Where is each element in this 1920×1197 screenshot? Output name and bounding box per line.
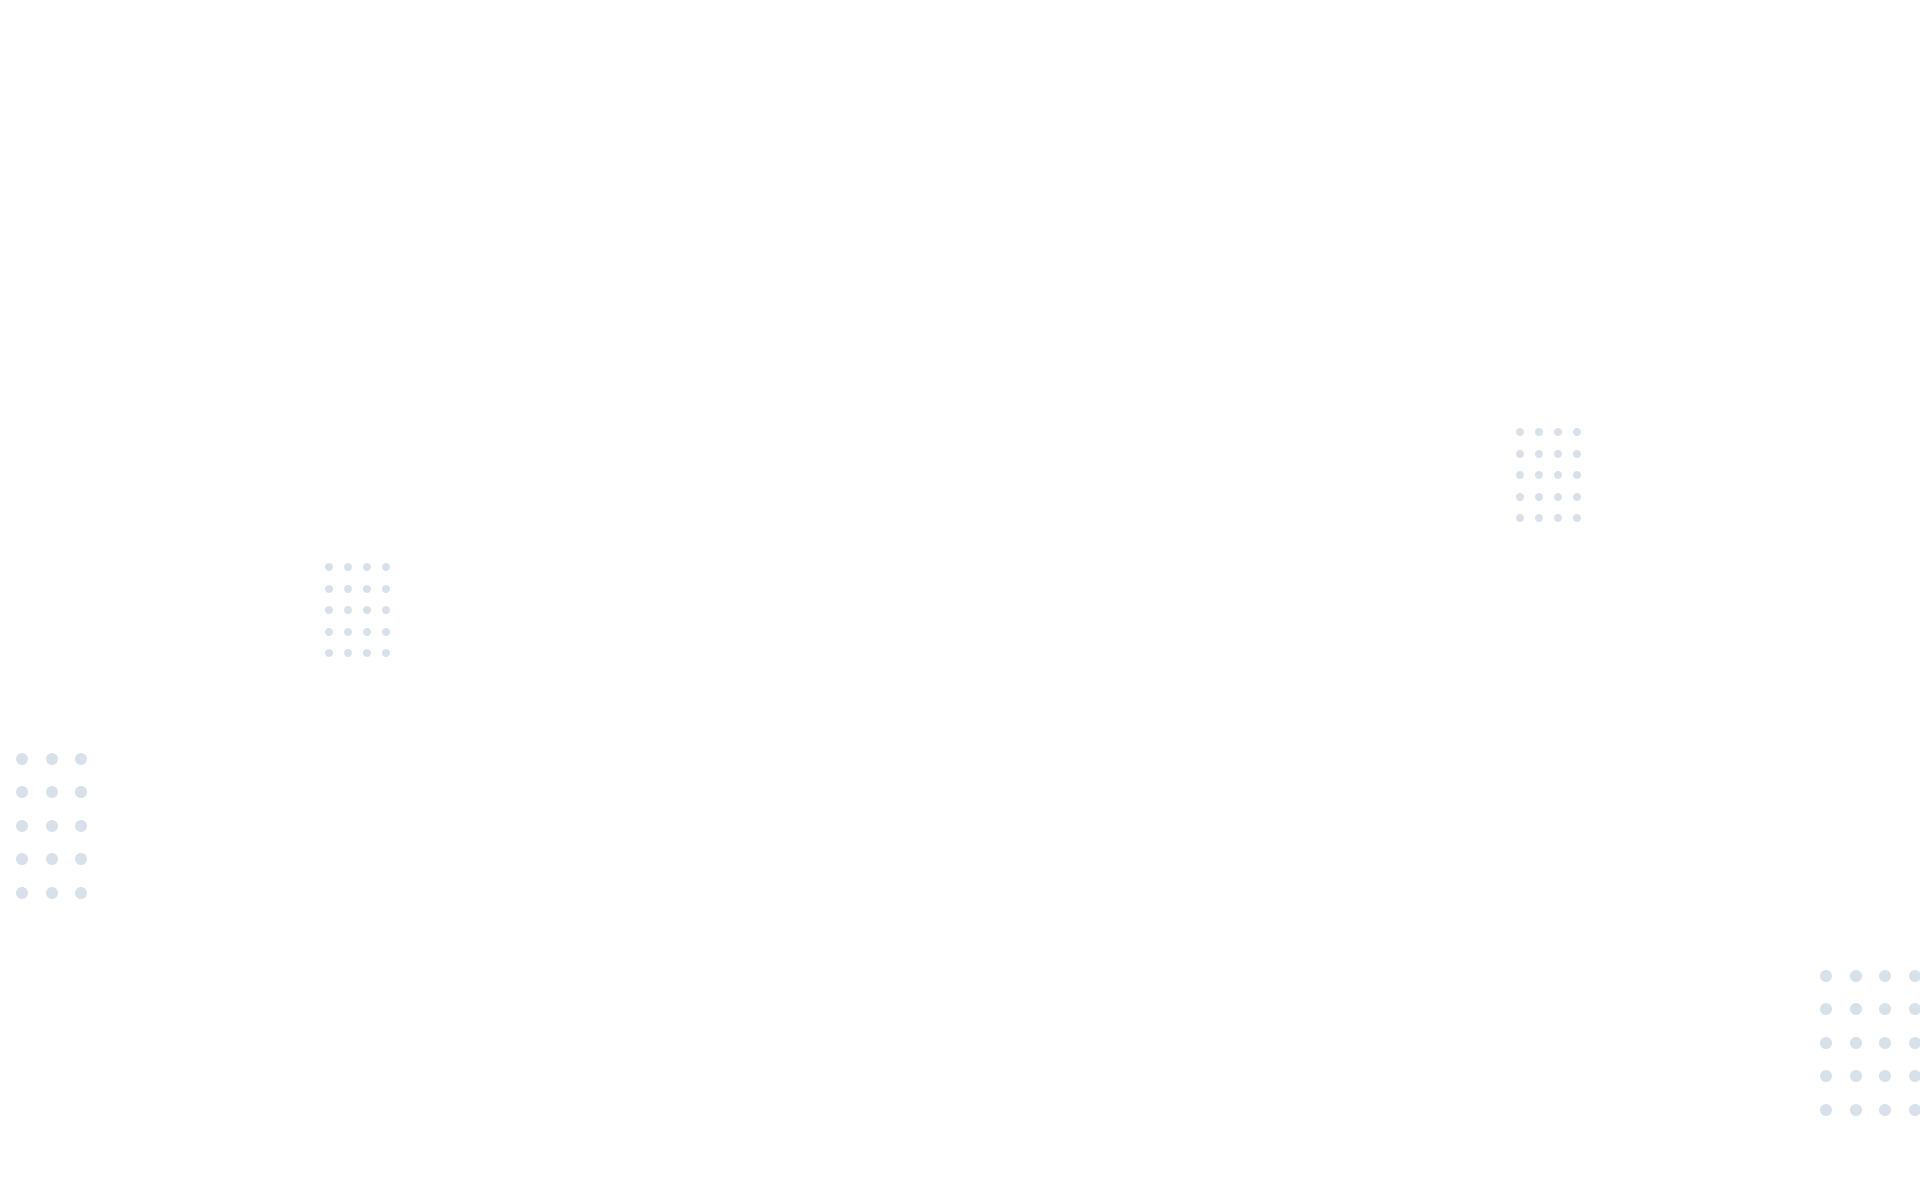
dot (1849, 1003, 1862, 1016)
dot (382, 627, 390, 636)
dot (325, 606, 333, 614)
dot (382, 563, 390, 571)
dot (1554, 514, 1562, 522)
dot (1573, 449, 1581, 458)
dot (1879, 1103, 1891, 1116)
dot (1879, 1070, 1891, 1083)
dot (1535, 449, 1543, 458)
dot (344, 627, 352, 636)
dot (382, 606, 390, 614)
dot (45, 886, 58, 899)
dot (16, 886, 28, 899)
dot (344, 649, 352, 657)
dot (1516, 514, 1524, 522)
dot (1535, 492, 1543, 501)
dot (1573, 492, 1581, 501)
dot (1820, 1003, 1832, 1016)
dot (344, 563, 352, 571)
dot (45, 853, 58, 866)
dot (1849, 970, 1862, 982)
dot (1516, 428, 1524, 436)
dot (45, 753, 58, 765)
dot (75, 853, 87, 866)
dot (1573, 471, 1581, 479)
dot (1820, 1036, 1832, 1049)
dot (325, 584, 333, 593)
dot (75, 886, 87, 899)
dot (1535, 471, 1543, 479)
dot-grid-small-right (1516, 428, 1592, 536)
dot (1535, 514, 1543, 522)
dot (1879, 1003, 1891, 1016)
dot (1879, 1036, 1891, 1049)
dot (382, 584, 390, 593)
dot (45, 786, 58, 799)
dot (1573, 514, 1581, 522)
dot (1820, 1103, 1832, 1116)
dot (325, 563, 333, 571)
dot (1516, 492, 1524, 501)
dot (1908, 1003, 1920, 1016)
dot (45, 819, 58, 832)
dot (382, 649, 390, 657)
dot (1908, 1070, 1920, 1083)
dot (363, 606, 371, 614)
dot (363, 627, 371, 636)
dot-grid-small-left (325, 563, 401, 671)
dot (1908, 1036, 1920, 1049)
dot-grid-large-bottom-right (1820, 970, 1920, 1137)
dot-grid-large-left (16, 753, 105, 920)
dot (1849, 1103, 1862, 1116)
dot (1849, 1070, 1862, 1083)
dot (344, 584, 352, 593)
dot (75, 786, 87, 799)
dot (16, 819, 28, 832)
dot (344, 606, 352, 614)
dot (1554, 428, 1562, 436)
dot (1908, 1103, 1920, 1116)
dot (1879, 970, 1891, 982)
dot (16, 753, 28, 765)
dot (1554, 449, 1562, 458)
dot (325, 627, 333, 636)
dot (16, 786, 28, 799)
dot (1554, 492, 1562, 501)
dot (16, 853, 28, 866)
dot (1573, 428, 1581, 436)
dot (1516, 471, 1524, 479)
dot (1820, 1070, 1832, 1083)
dot (363, 584, 371, 593)
dot (325, 649, 333, 657)
dot (363, 649, 371, 657)
dot (363, 563, 371, 571)
dot (1849, 1036, 1862, 1049)
dot (1554, 471, 1562, 479)
dot (1535, 428, 1543, 436)
dot (1516, 449, 1524, 458)
dot (75, 819, 87, 832)
dot (1820, 970, 1832, 982)
dot (1908, 970, 1920, 982)
dot (75, 753, 87, 765)
